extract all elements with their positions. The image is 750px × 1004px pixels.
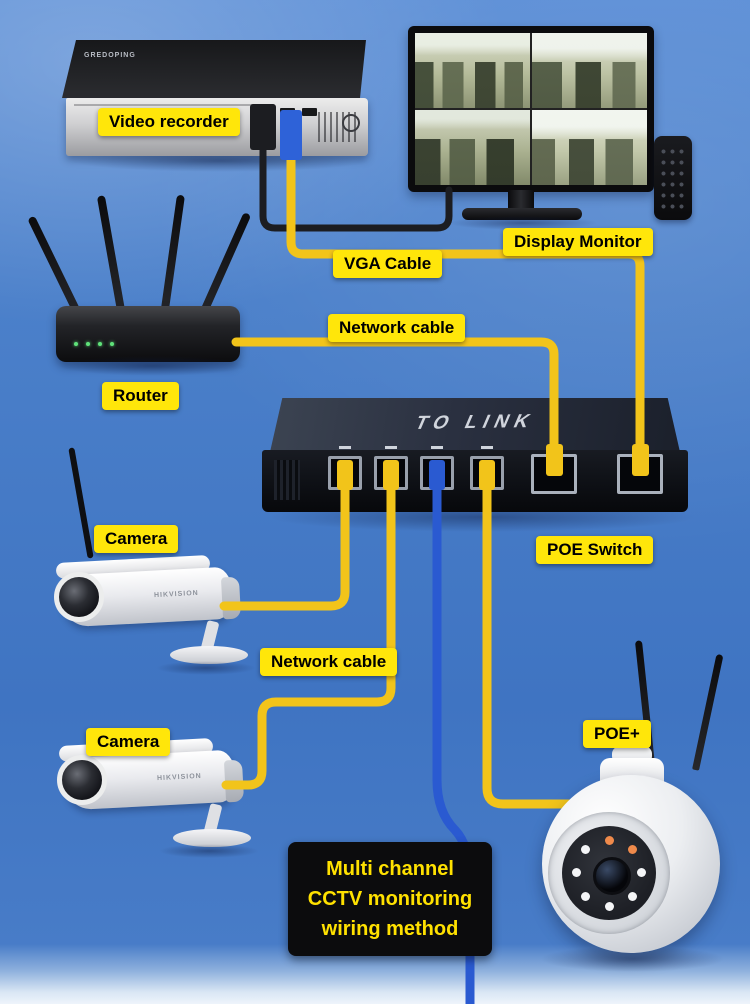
ptz-lens-ring	[562, 826, 656, 920]
camera-shadow	[156, 661, 256, 675]
router-antenna-4	[198, 212, 252, 318]
label-camera-bottom: Camera	[86, 728, 171, 756]
router-leds	[74, 342, 114, 346]
label-router: Router	[102, 382, 179, 410]
camera-lens	[54, 572, 104, 622]
camera-mount-base	[173, 829, 251, 847]
port-label-mark	[431, 446, 443, 449]
ir-led-orange	[628, 845, 637, 854]
switch-brand-text: TO LINK	[411, 410, 539, 435]
port-label-mark	[385, 446, 397, 449]
title-line-2: CCTV monitoring	[307, 888, 473, 910]
monitor-feed-quadrant-3	[415, 110, 530, 185]
monitor-feed-quadrant-1	[415, 33, 530, 108]
camera-shadow	[159, 844, 259, 858]
monitor-feed-quadrant-2	[532, 33, 647, 108]
label-poe-switch: POE Switch	[536, 536, 654, 564]
title-line-1: Multi channel	[326, 858, 454, 880]
label-display-monitor: Display Monitor	[503, 228, 653, 256]
monitor-feed-quadrant-4	[532, 110, 647, 185]
camera-rear-cap	[220, 576, 242, 620]
poe-port-3	[420, 456, 454, 490]
power-button	[342, 114, 360, 132]
ir-led	[581, 892, 590, 901]
ir-led	[581, 845, 590, 854]
label-camera-top: Camera	[94, 525, 179, 553]
port-label-mark	[339, 446, 351, 449]
poe-port-4	[470, 456, 504, 490]
ir-led	[605, 902, 614, 911]
switch-front-face	[262, 446, 688, 512]
router-device	[56, 306, 240, 362]
remote-control	[654, 136, 692, 220]
camera-antenna	[68, 447, 94, 559]
port-label-mark	[481, 446, 493, 449]
title-line-3: wiring method	[321, 918, 459, 940]
ptz-lens	[593, 857, 631, 895]
display-monitor	[408, 26, 654, 192]
bullet-camera-top: HIKVISION	[52, 447, 262, 680]
usb-port	[302, 108, 317, 116]
router-shadow	[58, 356, 248, 376]
label-video-recorder: Video recorder	[98, 108, 240, 136]
switch-grille	[274, 460, 300, 500]
label-network-cable-mid: Network cable	[260, 648, 398, 676]
router-antenna-3	[160, 194, 185, 317]
recorder-panel-seam	[74, 104, 274, 106]
ir-led	[572, 868, 581, 877]
switch-to-ptz-cable	[482, 481, 595, 809]
ir-led-orange	[605, 836, 614, 845]
ir-led	[628, 892, 637, 901]
bullet-camera-bottom: HIKVISION	[55, 728, 265, 863]
camera-lens	[57, 755, 107, 805]
switch-top-face: TO LINK	[270, 398, 680, 452]
monitor-screen	[415, 33, 647, 185]
ir-led	[637, 868, 646, 877]
router-antenna-2	[96, 195, 126, 317]
title-box: Multi channel CCTV monitoring wiring met…	[288, 842, 492, 956]
label-poe-plus: POE+	[583, 720, 651, 748]
uplink-port-2	[617, 454, 663, 494]
ptz-antenna-right	[692, 653, 724, 771]
label-vga-cable: VGA Cable	[333, 250, 443, 278]
poe-port-2	[374, 456, 408, 490]
camera-rear-cap	[223, 759, 245, 803]
label-network-cable-top: Network cable	[328, 314, 466, 342]
recorder-brand-text: GREDOPING	[84, 52, 136, 59]
remote-buttons	[659, 146, 687, 210]
poe-switch-device: TO LINK	[262, 398, 688, 514]
router-antenna-1	[27, 215, 84, 320]
video-recorder-top: GREDOPING	[62, 40, 366, 98]
poe-port-1	[328, 456, 362, 490]
uplink-port-1	[531, 454, 577, 494]
usb-port	[280, 108, 295, 116]
